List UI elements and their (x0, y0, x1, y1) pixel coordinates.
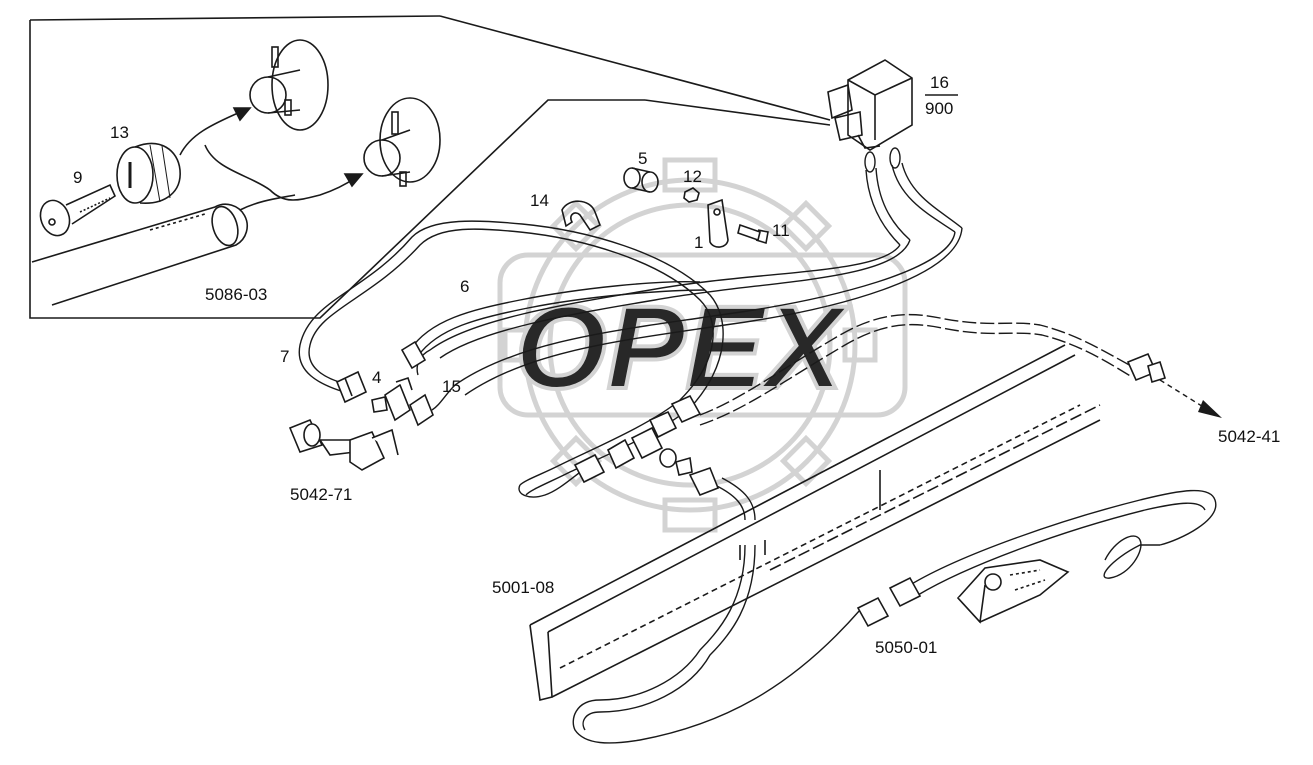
inset-detail (29, 15, 831, 319)
label-6: 6 (460, 277, 469, 296)
label-11: 11 (772, 221, 790, 240)
tubing (298, 147, 1222, 744)
centre-fittings (573, 394, 720, 497)
label-5042-41: 5042-41 (1218, 427, 1280, 446)
label-1: 1 (694, 233, 703, 252)
nut-part-12 (683, 187, 700, 203)
fitting-7 (335, 370, 368, 404)
label-5086-03: 5086-03 (205, 285, 267, 304)
label-5: 5 (638, 149, 647, 168)
label-4: 4 (372, 368, 381, 387)
small-parts (561, 167, 769, 248)
inset-outline (29, 20, 645, 319)
bottom-fittings (856, 576, 922, 628)
label-13: 13 (110, 123, 129, 142)
watermark-frame (497, 252, 908, 418)
switch-part-16-900 (827, 59, 913, 151)
frame-channel-5001-08 (529, 344, 1101, 701)
coupling-5042-71 (288, 418, 399, 471)
label-7: 7 (280, 347, 289, 366)
lock-barrel-lower (363, 97, 441, 187)
fitting-right-end (1126, 352, 1167, 384)
arrow-to-5042-41 (1159, 379, 1206, 409)
key-part-9 (39, 183, 117, 237)
part-labels: 16 900 5 12 14 1 11 13 9 5086-03 6 7 4 1… (73, 73, 1280, 657)
label-15: 15 (442, 377, 461, 396)
sleeve-part-5 (623, 167, 659, 193)
label-14: 14 (530, 191, 549, 210)
lock-knob-part-13 (116, 142, 181, 204)
inset-tube (31, 203, 249, 306)
clamp-part-14 (561, 200, 602, 232)
sensor-part-5050-01 (956, 559, 1070, 624)
label-5001-08: 5001-08 (492, 578, 554, 597)
inset-arrow-upper (179, 109, 246, 156)
fittings (288, 340, 1167, 628)
label-5042-71: 5042-71 (290, 485, 352, 504)
inset-arrow-wire (204, 144, 356, 201)
clip-part-1 (707, 198, 729, 248)
label-5050-01: 5050-01 (875, 638, 937, 657)
label-12: 12 (683, 167, 702, 186)
lock-barrel-upper (249, 39, 329, 131)
tee-fitting-4 (371, 376, 413, 422)
label-16: 16 (930, 73, 949, 92)
bolt-part-11 (737, 223, 769, 245)
label-9: 9 (73, 168, 82, 187)
fitting-6 (400, 340, 427, 370)
label-900: 900 (925, 99, 953, 118)
fitting-15 (409, 393, 434, 427)
